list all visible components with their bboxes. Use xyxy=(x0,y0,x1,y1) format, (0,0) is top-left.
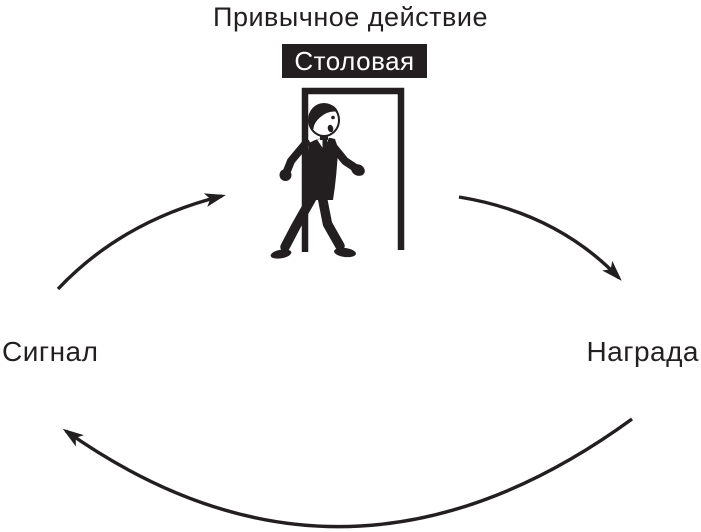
diagram-title: Привычное действие xyxy=(213,2,488,32)
back-shoe xyxy=(270,249,292,259)
front-shoe xyxy=(334,247,356,258)
arrow-cue-to-routine xyxy=(56,193,226,291)
back-fist xyxy=(279,169,292,181)
room-label-box: Столовая xyxy=(282,44,427,78)
mouth xyxy=(327,124,334,133)
hair xyxy=(309,103,338,130)
doorway-icon xyxy=(301,87,405,252)
eye xyxy=(331,115,335,120)
front-fist xyxy=(351,164,365,176)
walking-person-icon xyxy=(270,103,365,259)
cue-label: Сигнал xyxy=(2,336,99,367)
arrow-routine-to-reward xyxy=(458,195,622,281)
suit-torso xyxy=(306,137,338,200)
room-label: Столовая xyxy=(294,45,415,76)
reward-label: Награда xyxy=(586,336,699,367)
arrow-reward-to-cue xyxy=(62,417,634,529)
tie xyxy=(322,139,328,161)
